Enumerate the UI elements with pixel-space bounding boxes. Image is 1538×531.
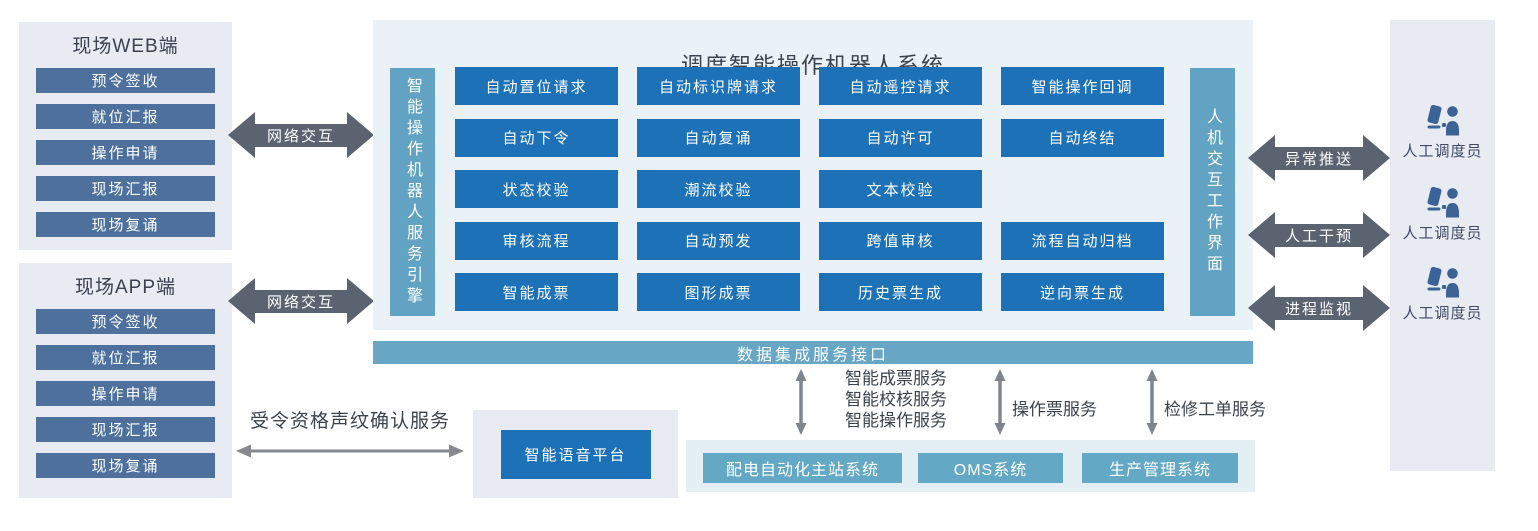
connection-arrow-oms-icon [992, 368, 1008, 441]
web-item-apply: 操作申请 [36, 140, 215, 165]
dms-service-line-1: 智能成票服务 [845, 369, 947, 388]
module-smart-ticket: 智能成票 [455, 273, 618, 311]
module-cross-shift-review: 跨值审核 [819, 221, 982, 260]
voiceprint-arrow-icon [235, 443, 465, 464]
module-text-check: 文本校验 [819, 170, 982, 208]
app-item-apply: 操作申请 [36, 381, 215, 406]
module-auto-remote-request: 自动遥控请求 [819, 67, 982, 105]
exception-push-label: 异常推送 [1284, 150, 1353, 168]
arrow-right-head-icon [1363, 135, 1390, 181]
module-auto-position-request: 自动置位请求 [455, 67, 618, 105]
module-auto-terminate: 自动终结 [1001, 118, 1164, 157]
service-engine-bar: 智能操作机器人服务引擎 [390, 68, 435, 316]
web-item-repeat: 现场复诵 [36, 212, 215, 237]
data-integration-label: 数据集成服务接口 [736, 346, 889, 364]
network-arrow-web: 网络交互 [228, 112, 374, 158]
app-item-report-position: 就位汇报 [36, 345, 215, 370]
app-terminal-panel: 现场APP端 预令签收 就位汇报 操作申请 现场汇报 现场复诵 [19, 263, 232, 498]
dispatcher-workstation-icon [1427, 105, 1459, 136]
voiceprint-service-label: 受令资格声纹确认服务 [249, 411, 450, 432]
pms-service-label: 检修工单服务 [1164, 400, 1266, 419]
dispatcher-label: 人工调度员 [1402, 305, 1483, 322]
dispatcher-workstation-icon [1427, 267, 1459, 298]
web-item-sign: 预令签收 [36, 68, 215, 93]
web-terminal-panel: 现场WEB端 预令签收 就位汇报 操作申请 现场汇报 现场复诵 [19, 22, 232, 250]
arrow-left-head-icon [228, 278, 255, 324]
arrow-left-head-icon [1248, 285, 1275, 331]
arrow-right-head-icon [347, 278, 374, 324]
module-smart-operation-callback: 智能操作回调 [1001, 67, 1164, 105]
app-item-repeat: 现场复诵 [36, 453, 215, 478]
arrow-left-head-icon [1248, 135, 1275, 181]
dispatchers-panel: 人工调度员 人工调度员 [1390, 20, 1495, 471]
downstream-systems-panel: 配电自动化主站系统 OMS系统 生产管理系统 [686, 440, 1255, 492]
robot-system-panel: 调度智能操作机器人系统 智能操作机器人服务引擎 自动置位请求 自动标识牌请求 自… [373, 20, 1253, 330]
dispatcher-group-1: 人工调度员 [1390, 105, 1495, 161]
dms-service-line-3: 智能操作服务 [845, 411, 947, 430]
arrow-right-head-icon [347, 112, 374, 158]
web-item-site-report: 现场汇报 [36, 176, 215, 201]
connection-arrow-pms-icon [1144, 368, 1160, 441]
module-review-flow: 审核流程 [455, 221, 618, 260]
system-box-dms: 配电自动化主站系统 [703, 453, 902, 483]
dispatcher-label: 人工调度员 [1402, 225, 1483, 242]
module-auto-tag-request: 自动标识牌请求 [637, 67, 800, 105]
oms-service-label: 操作票服务 [1012, 400, 1097, 419]
connection-arrow-dms-icon [793, 368, 809, 441]
module-auto-repeat: 自动复诵 [637, 118, 800, 157]
voice-platform-panel: 智能语音平台 [473, 410, 678, 498]
module-reverse-ticket: 逆向票生成 [1001, 273, 1164, 311]
module-graphic-ticket: 图形成票 [637, 273, 800, 311]
web-terminal-title: 现场WEB端 [72, 36, 179, 57]
module-auto-permit: 自动许可 [819, 118, 982, 157]
dms-service-line-2: 智能校核服务 [845, 390, 947, 409]
module-empty-cell [1001, 170, 1164, 208]
network-arrow-app: 网络交互 [228, 278, 374, 324]
module-auto-archive: 流程自动归档 [1001, 221, 1164, 260]
dispatcher-workstation-icon [1427, 187, 1459, 218]
dispatcher-label: 人工调度员 [1402, 143, 1483, 160]
arrow-right-head-icon [1363, 212, 1390, 258]
process-monitor-label: 进程监视 [1284, 300, 1353, 318]
hmi-workbench-label: 人机交互工作界面 [1204, 108, 1221, 276]
hmi-workbench-bar: 人机交互工作界面 [1190, 68, 1235, 316]
module-grid: 自动置位请求 自动标识牌请求 自动遥控请求 智能操作回调 自动下令 自动复诵 自… [455, 67, 1165, 311]
network-arrow-app-label: 网络交互 [266, 293, 335, 311]
app-item-site-report: 现场汇报 [36, 417, 215, 442]
arrow-left-head-icon [228, 112, 255, 158]
dms-services-label: 智能成票服务 智能校核服务 智能操作服务 [845, 368, 947, 431]
arrow-left-head-icon [1248, 212, 1275, 258]
network-arrow-web-label: 网络交互 [266, 127, 335, 145]
exception-push-arrow: 异常推送 [1248, 135, 1390, 181]
dispatcher-group-3: 人工调度员 [1390, 267, 1495, 323]
web-item-report-position: 就位汇报 [36, 104, 215, 129]
system-box-oms: OMS系统 [918, 453, 1063, 483]
service-engine-label: 智能操作机器人服务引擎 [404, 76, 421, 308]
arrow-right-head-icon [1363, 285, 1390, 331]
process-monitor-arrow: 进程监视 [1248, 285, 1390, 331]
app-terminal-title: 现场APP端 [74, 277, 177, 298]
system-box-pms: 生产管理系统 [1082, 453, 1238, 483]
voice-platform-box: 智能语音平台 [500, 429, 651, 479]
module-status-check: 状态校验 [455, 170, 618, 208]
dispatcher-group-2: 人工调度员 [1390, 187, 1495, 243]
module-history-ticket: 历史票生成 [819, 273, 982, 311]
manual-intervention-arrow: 人工干预 [1248, 212, 1390, 258]
module-powerflow-check: 潮流校验 [637, 170, 800, 208]
module-auto-preissue: 自动预发 [637, 221, 800, 260]
module-auto-order: 自动下令 [455, 118, 618, 157]
data-integration-bar: 数据集成服务接口 [373, 341, 1253, 364]
manual-intervention-label: 人工干预 [1284, 227, 1353, 245]
app-item-sign: 预令签收 [36, 309, 215, 334]
